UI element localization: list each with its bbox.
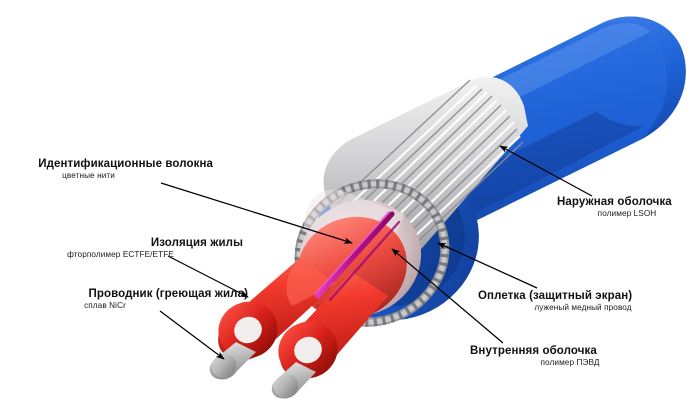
- callout-subtitle: сплав NiCr: [84, 301, 126, 310]
- callout-subtitle: цветные нити: [62, 171, 115, 180]
- callout-subtitle: луженый медный провод: [534, 303, 632, 312]
- callout-conductor: Проводник (греющая жила) сплав NiCr: [8, 288, 248, 311]
- callout-outer-jacket: Наружная оболочка полимер LSOH: [557, 196, 697, 219]
- leader-inner: [391, 248, 504, 344]
- identification-fibers: [314, 211, 401, 302]
- callout-title: Оплетка (защитный экран): [478, 290, 633, 302]
- callout-title: Изоляция жилы: [150, 237, 243, 249]
- callout-subtitle: полимер ПЭВД: [540, 358, 600, 367]
- callout-title: Наружная оболочка: [557, 196, 672, 208]
- callout-inner-sheath: Внутренняя оболочка полимер ПЭВД: [470, 345, 670, 368]
- callout-identification-fibers: Идентификационные волокна цветные нити: [8, 158, 213, 181]
- conductor-end-left: [211, 354, 237, 378]
- leader-fibers: [160, 182, 353, 244]
- callout-core-insulation: Изоляция жилы фторполимер ECTFE/ETFE: [8, 237, 243, 260]
- callout-braid-shield: Оплетка (защитный экран) луженый медный …: [478, 290, 688, 313]
- callout-title: Идентификационные волокна: [38, 158, 213, 170]
- conductor-end-right: [273, 374, 299, 398]
- leader-braid: [437, 242, 538, 289]
- leader-conductor: [159, 310, 225, 360]
- leader-lines: [159, 145, 593, 360]
- callout-title: Проводник (греющая жила): [88, 288, 248, 300]
- callout-title: Внутренняя оболочка: [470, 345, 597, 357]
- callout-subtitle: полимер LSOH: [597, 209, 657, 218]
- insulated-core-right: [271, 272, 388, 399]
- leader-insulation: [167, 255, 249, 298]
- callout-subtitle: фторполимер ECTFE/ETFE: [67, 250, 174, 259]
- leader-outer: [499, 145, 593, 197]
